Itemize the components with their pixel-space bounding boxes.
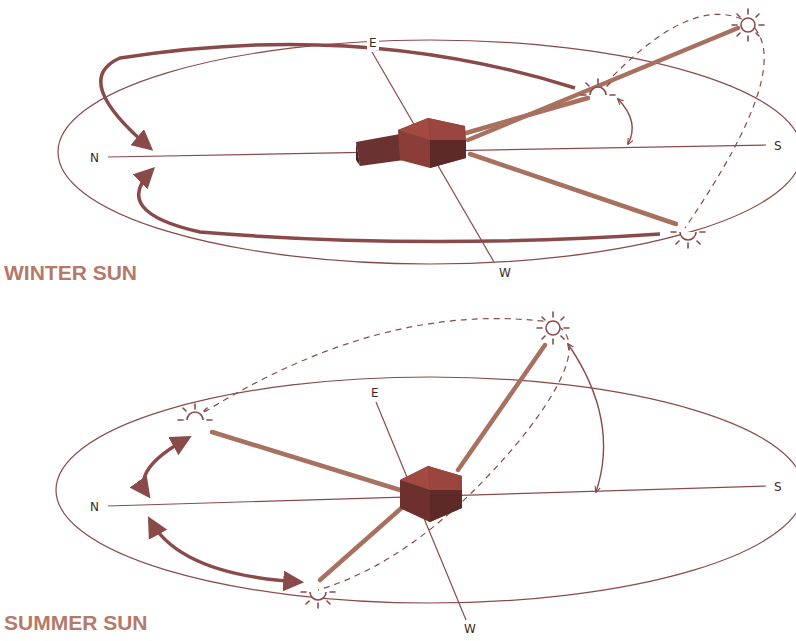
compass-label: W: [462, 622, 478, 636]
panel-caption: SUMMER SUN: [4, 612, 148, 633]
panel-caption: WINTER SUN: [4, 262, 137, 283]
compass-label: N: [88, 151, 101, 165]
compass-label: W: [497, 266, 513, 280]
compass-label: S: [772, 139, 784, 153]
compass-label: E: [367, 36, 379, 50]
compass-label: N: [88, 500, 101, 514]
compass-label: E: [369, 386, 381, 400]
compass-label: S: [772, 480, 784, 494]
house: [356, 118, 466, 168]
house: [400, 466, 462, 522]
